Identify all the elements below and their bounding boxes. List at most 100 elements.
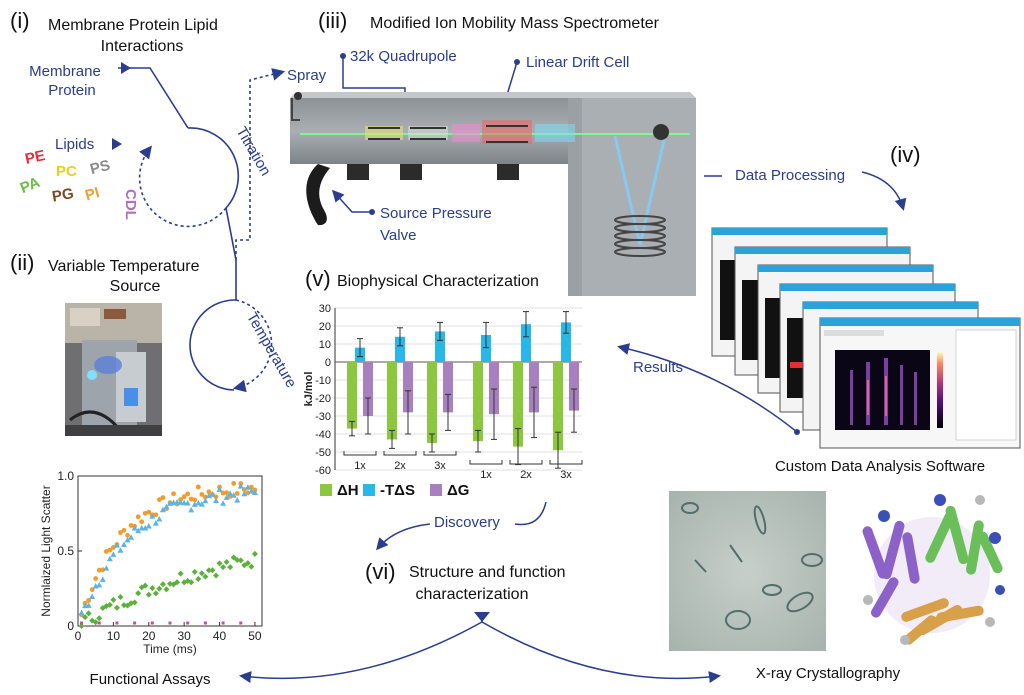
scatter-point-circle xyxy=(121,527,127,533)
scatter-point-triangle xyxy=(110,551,117,557)
membrane-protein-connector xyxy=(118,67,189,129)
scatter-point-diamond xyxy=(213,572,219,579)
bar-group-bracket xyxy=(469,460,503,465)
scatter-point-triangle xyxy=(117,547,124,553)
scatter-point-triangle xyxy=(106,555,113,562)
section-i-title-line1: Membrane Protein Lipid xyxy=(48,17,218,34)
scatter-point-circle xyxy=(156,497,162,503)
titration-cycle-solid xyxy=(187,127,240,209)
section-iv-numeral: (iv) xyxy=(890,142,921,167)
scatter-point-square xyxy=(221,621,225,625)
bar-dg xyxy=(489,362,499,415)
section-ii: (ii) Variable Temperature Source Tempera… xyxy=(10,250,300,436)
bar-tds xyxy=(395,336,405,362)
section-v-title: Biophysical Characterization xyxy=(337,273,539,290)
data-processing-arrow xyxy=(861,171,907,211)
bar-dg xyxy=(363,362,373,416)
mass-spectrometer-render xyxy=(290,92,696,296)
scatter-point-triangle xyxy=(156,516,163,522)
scatter-point-diamond xyxy=(113,604,120,611)
bar-dh xyxy=(427,362,437,443)
section-ii-title-line1: Variable Temperature xyxy=(48,258,200,275)
scatter-point-diamond xyxy=(159,581,166,588)
scatter-point-circle xyxy=(192,497,198,503)
scatter-ylabel: Normlaized Light Scatter xyxy=(39,485,53,616)
scatter-point-diamond xyxy=(110,596,117,603)
scatter-point-diamond xyxy=(163,586,170,593)
bar-dh xyxy=(347,362,357,429)
section-iii: (iii) Modified Ion Mobility Mass Spectro… xyxy=(290,8,696,296)
scatter-point-triangle xyxy=(99,576,106,582)
xray-label: X-ray Crystallography xyxy=(756,665,901,682)
scatter-point-square xyxy=(239,621,243,625)
scatter-point-triangle xyxy=(237,483,244,489)
scatter-point-circle xyxy=(171,491,176,497)
section-i-title-line2: Interactions xyxy=(101,38,184,55)
bar-chart-ytick-label: -60 xyxy=(315,465,331,477)
legend-swatch-tds xyxy=(363,484,375,496)
scatter-point-triangle xyxy=(220,500,227,506)
bar-group-label: 2x xyxy=(520,469,532,481)
scatter-point-circle xyxy=(224,490,230,496)
scatter-point-circle xyxy=(118,530,123,535)
bar-chart-ytick-label: -20 xyxy=(315,393,331,405)
lipid-pg: PG xyxy=(51,185,75,206)
scatter-point-triangle xyxy=(163,503,170,510)
legend-label-dg: ΔG xyxy=(447,482,469,499)
scatter-point-diamond xyxy=(223,558,230,565)
scatter-point-diamond xyxy=(237,557,244,564)
scatter-point-circle xyxy=(107,547,113,553)
scatter-point-diamond xyxy=(234,556,241,563)
source-pressure-pointer xyxy=(331,189,372,213)
scatter-point-square xyxy=(115,621,119,625)
scatter-point-square xyxy=(150,621,154,625)
scatter-point-triangle xyxy=(135,527,142,534)
results-label: Results xyxy=(633,359,683,376)
scatter-point-triangle xyxy=(128,534,135,540)
section-ii-numeral: (ii) xyxy=(10,250,34,275)
scatter-point-diamond xyxy=(188,579,195,586)
scatter-point-square xyxy=(186,621,190,625)
drift-cell-label: Linear Drift Cell xyxy=(526,54,629,71)
scatter-point-circle xyxy=(231,481,237,486)
scatter-point-diamond xyxy=(142,582,149,589)
legend-swatch-dg xyxy=(430,484,442,496)
section-vi-numeral: (vi) xyxy=(365,559,396,584)
spray-path xyxy=(235,68,286,260)
section-iv: Data Processing (iv) xyxy=(617,142,1021,475)
scatter-point-triangle xyxy=(198,501,205,507)
lipid-ps: PS xyxy=(88,157,112,178)
scatter-xtick-label: 20 xyxy=(142,629,156,643)
bar-group-bracket xyxy=(343,451,377,456)
scatter-point-triangle xyxy=(96,581,103,588)
scatter-point-triangle xyxy=(213,497,219,503)
scatter-point-diamond xyxy=(209,567,216,574)
titration-to-source-connector xyxy=(225,207,237,261)
bar-chart-ytick-label: 30 xyxy=(319,303,331,315)
bar-chart-ytick-label: 0 xyxy=(325,357,331,369)
lipid-pe: PE xyxy=(24,147,47,168)
bar-group-label: 2x xyxy=(394,460,406,472)
scatter-point-diamond xyxy=(191,568,198,575)
data-processing-label: Data Processing xyxy=(735,167,845,184)
bar-group-bracket xyxy=(509,460,543,465)
legend-label-tds: -TΔS xyxy=(380,482,415,499)
bar-dg xyxy=(569,362,579,411)
temperature-cycle-dashed xyxy=(232,299,273,393)
scatter-point-diamond xyxy=(135,590,142,597)
section-iii-title: Modified Ion Mobility Mass Spectrometer xyxy=(370,15,660,32)
bar-chart-ytick-label: -40 xyxy=(315,429,331,441)
scatter-point-circle xyxy=(195,484,201,490)
section-v: (v) Biophysical Characterization 3020100… xyxy=(303,266,583,499)
protein-structure-render xyxy=(862,494,1005,645)
scatter-point-diamond xyxy=(248,563,255,570)
scatter-point-circle xyxy=(185,491,191,497)
scatter-point-triangle xyxy=(184,499,191,506)
bar-group-label: 1x xyxy=(480,469,492,481)
bar-chart-ytick-label: 10 xyxy=(319,339,331,351)
legend-swatch-dh xyxy=(320,484,332,496)
bar-group-bracket xyxy=(549,460,583,465)
scatter-point-circle xyxy=(146,509,152,515)
scatter-point-square xyxy=(168,621,172,625)
